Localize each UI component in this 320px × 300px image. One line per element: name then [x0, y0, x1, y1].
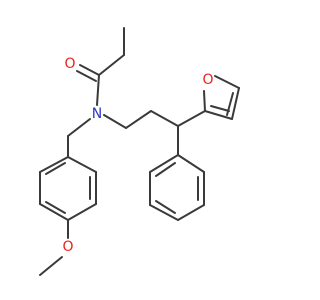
bonds-layer [39, 27, 240, 276]
bond-carbonyl-double-a [79, 64, 100, 76]
bond-furan-3 [231, 87, 240, 120]
molecule-structure: O N O O [39, 27, 240, 276]
bond-phenyl-inner-3 [155, 162, 176, 177]
bond-nitrogen-propyl-ch2 [103, 114, 127, 129]
bond-methoxyphenyl-4 [39, 203, 69, 221]
bond-methoxyphenyl-inner-2 [45, 201, 66, 214]
bond-ethyl-ch2-carbonyl [98, 54, 125, 76]
bond-phenyl-6 [149, 154, 179, 173]
bond-propyl-ch2-ch2 [125, 110, 152, 129]
bond-furan-2 [214, 75, 240, 89]
bond-methoxyphenyl-1 [67, 156, 97, 173]
bond-methoxyphenyl-inner-3 [45, 162, 66, 175]
bond-furan-1 [203, 90, 206, 112]
bond-phenyl-1 [177, 154, 205, 173]
bond-methoxyphenyl-6 [39, 156, 69, 173]
bond-phenyl-3 [177, 204, 205, 221]
bond-furan-inner-2 [210, 105, 230, 112]
amide-nitrogen-label: N [92, 106, 102, 122]
atom-labels-layer: O N O O [62, 56, 213, 255]
methoxy-oxygen-label: O [62, 239, 73, 255]
bond-carbonyl-double-b [76, 70, 97, 82]
bond-carbonyl-nitrogen [96, 74, 100, 106]
bond-furan-4 [204, 110, 233, 120]
carbonyl-oxygen-label: O [64, 56, 75, 72]
bond-phenyl-inner-2 [155, 200, 176, 214]
bond-methoxy-oxygen-methyl [39, 256, 63, 276]
bond-phenyl-4 [149, 204, 179, 221]
bond-propyl-ch2-ch [150, 110, 179, 127]
bond-methoxyphenyl-3 [67, 203, 97, 221]
furan-oxygen-label: O [202, 72, 213, 88]
bond-nitrogen-benzyl-ch2 [67, 118, 91, 137]
bond-ch-furan [177, 110, 206, 127]
molecule-canvas: O N O O [39, 27, 240, 276]
